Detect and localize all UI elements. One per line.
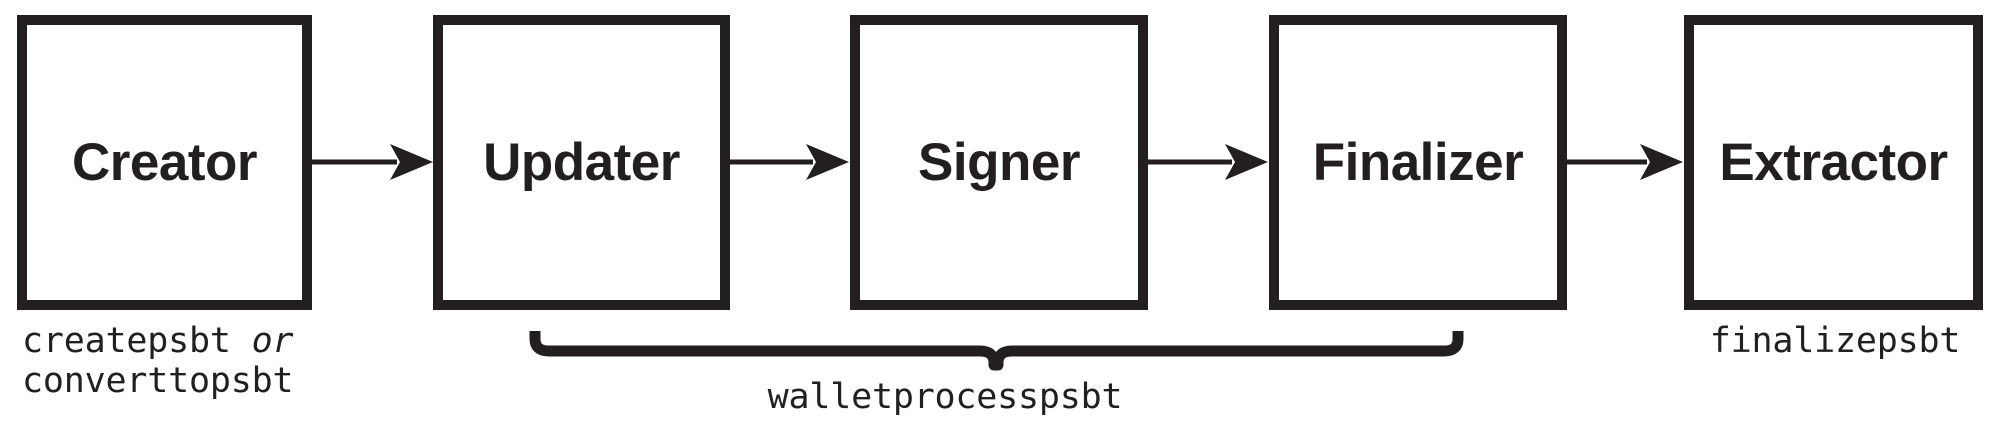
creator-command-conjunction: or: [251, 321, 294, 361]
stage-box-creator[interactable]: Creator: [17, 15, 312, 310]
stage-box-finalizer[interactable]: Finalizer: [1269, 15, 1567, 310]
stage-label-signer: Signer: [918, 133, 1080, 192]
creator-command-label: createpsbt or converttopsbt: [22, 321, 294, 402]
creator-command-primary: createpsbt: [22, 321, 231, 361]
stage-label-finalizer: Finalizer: [1312, 133, 1524, 192]
arrow-signer-to-finalizer: [1148, 144, 1268, 180]
stage-label-updater: Updater: [483, 133, 680, 192]
curly-brace-walletprocesspsbt: [529, 331, 1464, 371]
stage-box-updater[interactable]: Updater: [433, 15, 730, 310]
arrow-updater-to-signer: [730, 144, 849, 180]
stage-box-extractor[interactable]: Extractor: [1684, 15, 1983, 310]
stage-box-signer[interactable]: Signer: [850, 15, 1148, 310]
arrow-creator-to-updater: [312, 144, 433, 180]
stage-label-extractor: Extractor: [1719, 133, 1948, 192]
arrow-finalizer-to-extractor: [1567, 144, 1683, 180]
stage-label-creator: Creator: [71, 133, 258, 192]
creator-command-line1: createpsbt or: [22, 321, 294, 362]
walletprocesspsbt-command-label: walletprocesspsbt: [767, 377, 1123, 417]
creator-command-line2: converttopsbt: [22, 360, 294, 401]
finalizepsbt-command-label: finalizepsbt: [1709, 321, 1961, 361]
